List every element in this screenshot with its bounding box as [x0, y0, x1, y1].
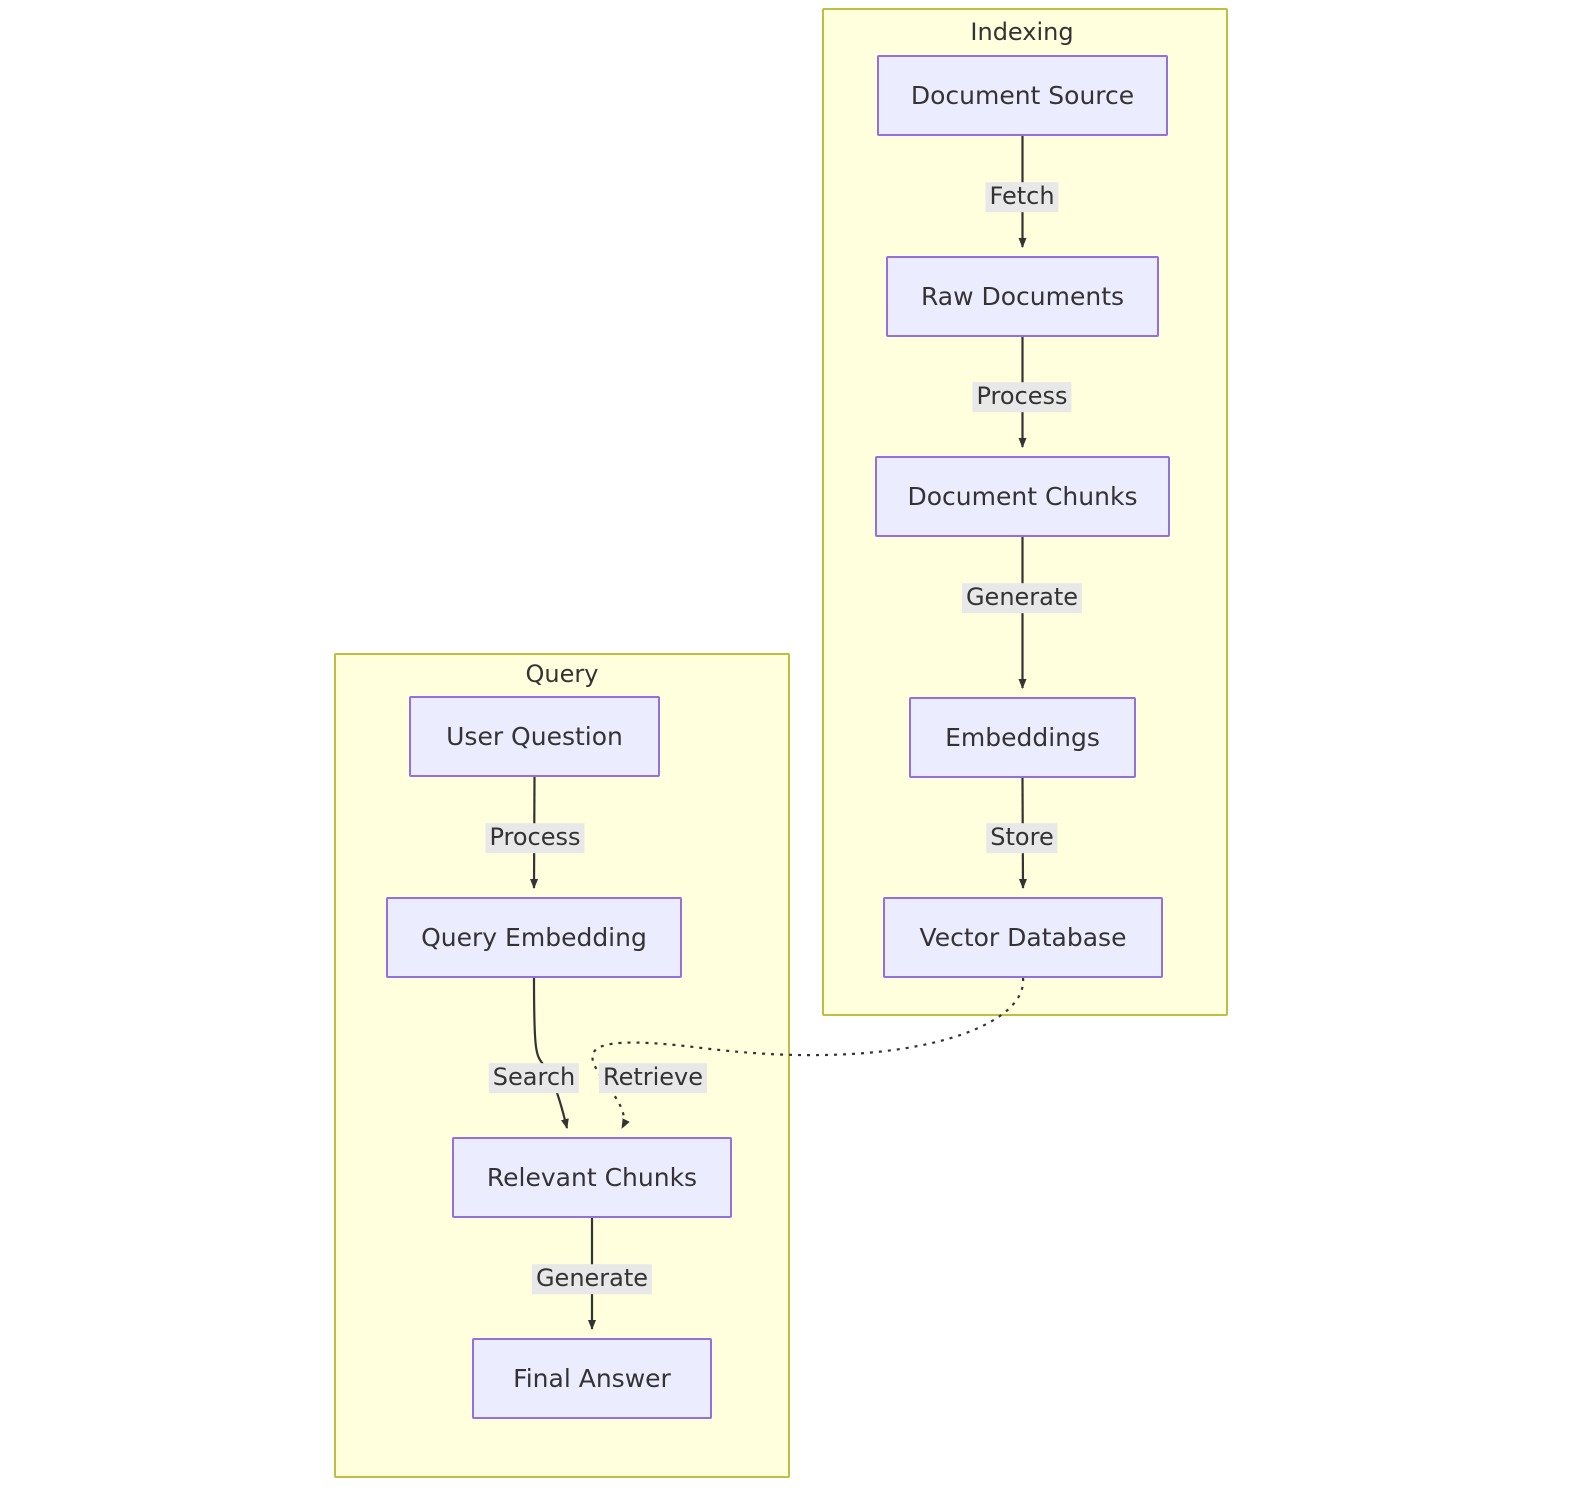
node-label: User Question — [446, 722, 623, 751]
node-label: Embeddings — [945, 723, 1100, 752]
node-label: Relevant Chunks — [486, 1163, 698, 1192]
edge-label-fetch: Fetch — [985, 182, 1059, 212]
node-label: Final Answer — [513, 1364, 671, 1393]
edge-label-retrieve: Retrieve — [598, 1063, 708, 1093]
node-raw-documents[interactable]: Raw Documents — [886, 256, 1159, 337]
node-document-chunks[interactable]: Document Chunks — [875, 456, 1170, 537]
node-label: Query Embedding — [421, 923, 647, 952]
node-label: Document Source — [910, 81, 1135, 110]
edge-label-generate-embed: Generate — [961, 583, 1083, 613]
node-final-answer[interactable]: Final Answer — [472, 1338, 712, 1419]
edge-label-generate-answer: Generate — [531, 1264, 653, 1294]
edge-label-process-query: Process — [485, 823, 585, 853]
edge-label-process-docs: Process — [972, 382, 1072, 412]
node-embeddings[interactable]: Embeddings — [909, 697, 1136, 778]
edge-label-store: Store — [986, 823, 1058, 853]
edge-label-search: Search — [488, 1063, 580, 1093]
subgraph-query-title: Query — [525, 660, 599, 688]
node-label: Document Chunks — [907, 482, 1138, 511]
node-document-source[interactable]: Document Source — [877, 55, 1168, 136]
node-label: Vector Database — [919, 923, 1127, 952]
node-relevant-chunks[interactable]: Relevant Chunks — [452, 1137, 732, 1218]
node-label: Raw Documents — [920, 282, 1125, 311]
node-vector-database[interactable]: Vector Database — [883, 897, 1163, 978]
node-user-question[interactable]: User Question — [409, 696, 660, 777]
node-query-embedding[interactable]: Query Embedding — [386, 897, 682, 978]
subgraph-indexing-title: Indexing — [970, 18, 1074, 46]
